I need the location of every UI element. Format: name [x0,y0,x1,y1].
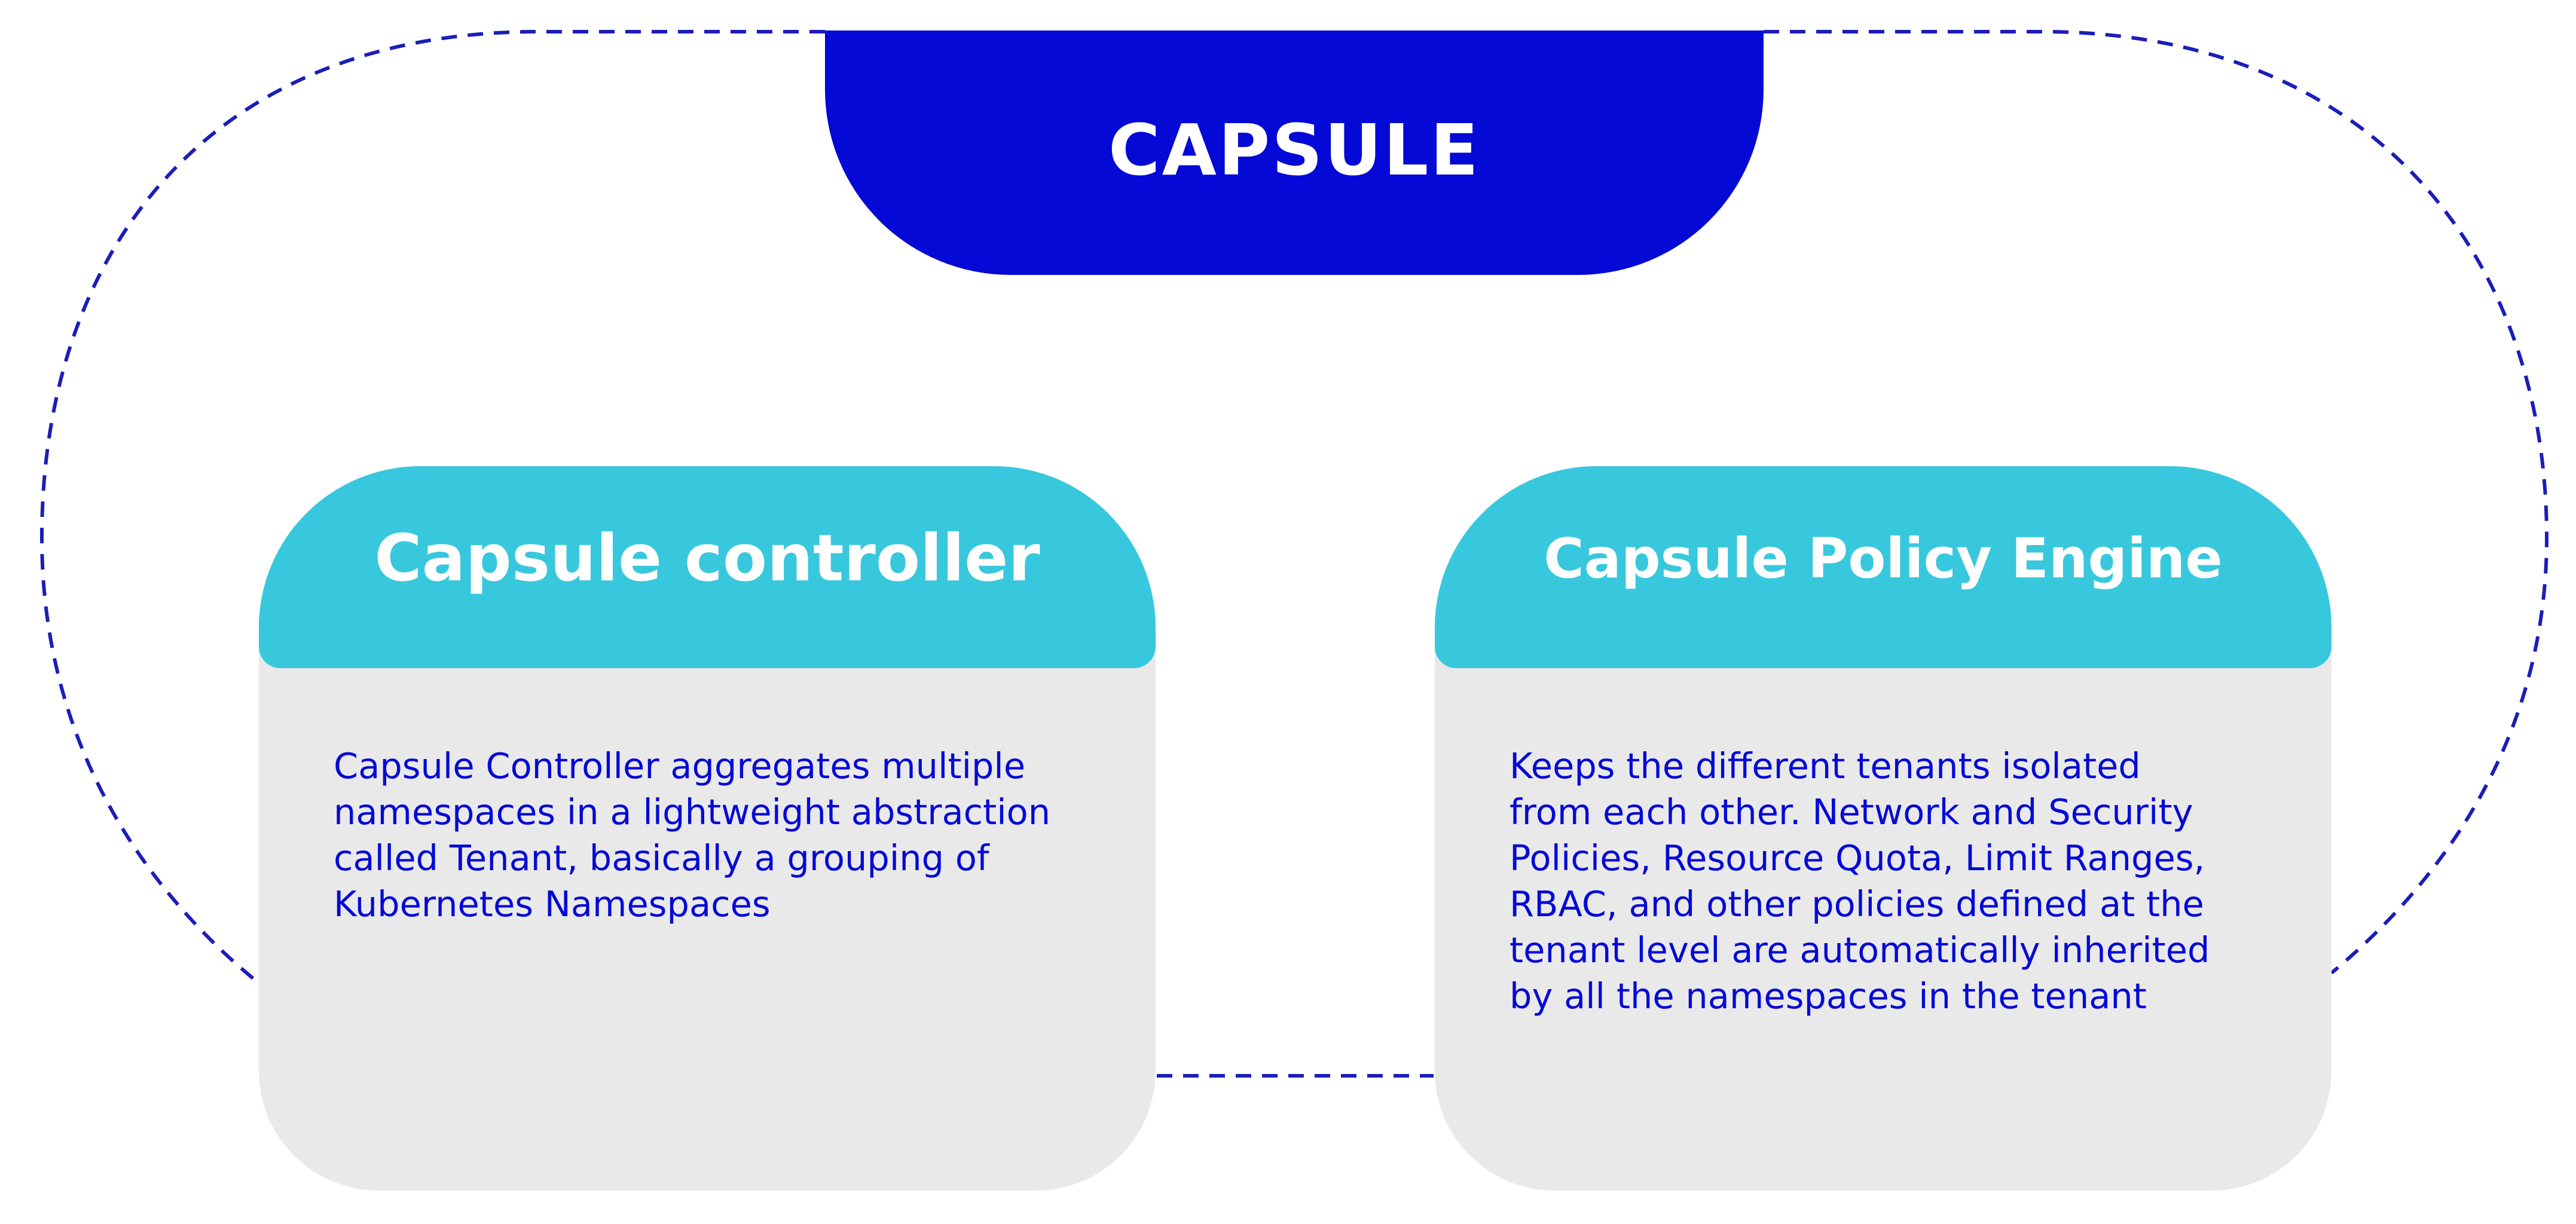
card-title: Capsule Policy Engine [1544,526,2223,590]
card-header: Capsule Policy Engine [1435,466,2331,668]
outer-dashed-boundary [39,30,2549,985]
capsule-header: CAPSULE [825,30,1764,275]
capsule-policy-engine-card: Capsule Policy Engine Keeps the differen… [1435,466,2331,1191]
capsule-title: CAPSULE [1108,108,1480,191]
card-description: Capsule Controller aggregates multiple n… [334,745,1051,925]
card-body [1435,616,2331,1191]
card-header: Capsule controller [259,466,1156,668]
card-body [259,616,1156,1191]
card-description: Keeps the different tenants isolated fro… [1509,745,2210,1017]
card-title: Capsule controller [374,521,1040,596]
capsule-controller-card: Capsule controller Capsule Controller ag… [259,466,1156,1191]
